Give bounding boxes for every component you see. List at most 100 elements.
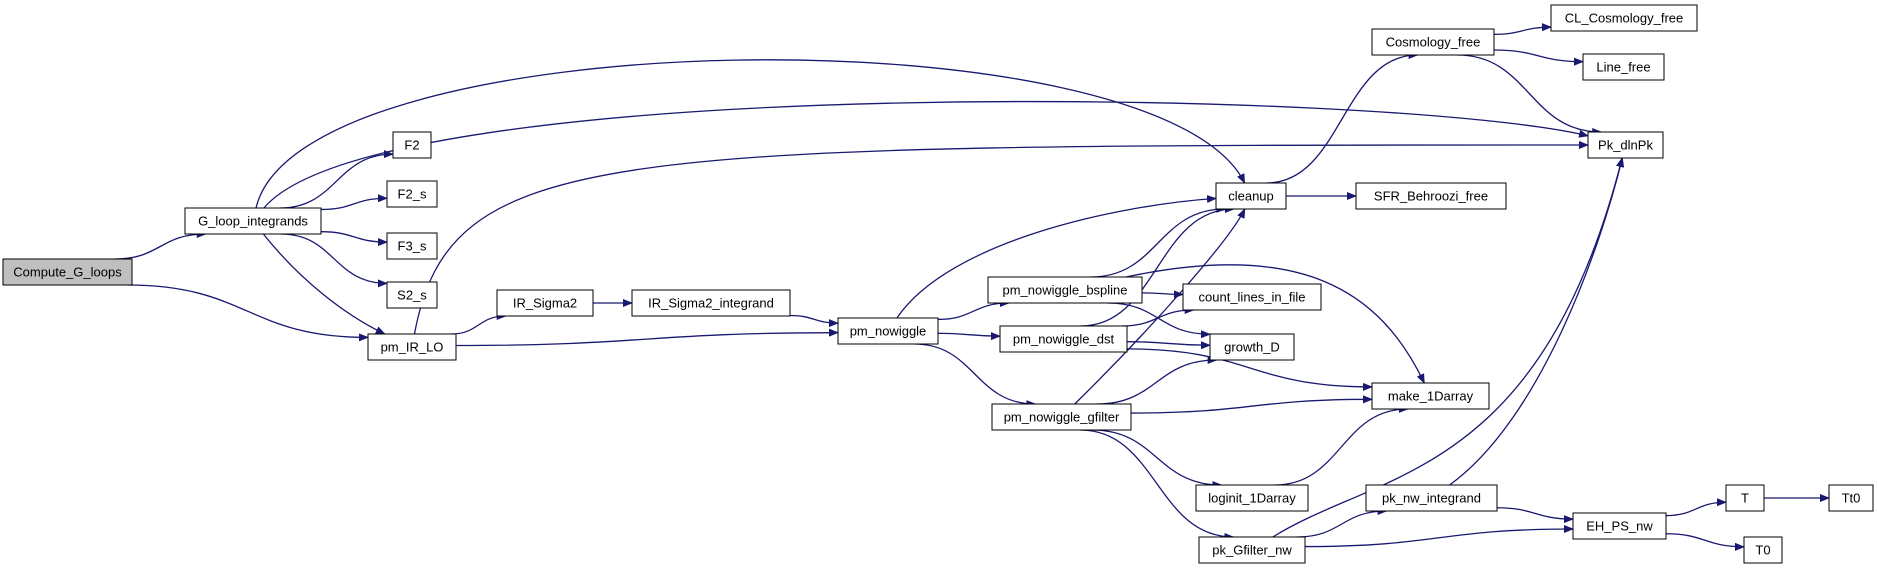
node-F2[interactable]: F2	[392, 131, 432, 159]
node-pm_nowiggle[interactable]: pm_nowiggle	[837, 317, 939, 345]
node-box[interactable]	[987, 276, 1143, 304]
edge-cleanup-to-Cosmology_free	[1266, 51, 1419, 184]
node-box[interactable]	[1198, 536, 1306, 564]
node-EH_PS_nw[interactable]: EH_PS_nw	[1572, 512, 1667, 540]
node-box[interactable]	[1828, 484, 1874, 512]
node-box[interactable]	[392, 131, 432, 159]
node-label: Line_free	[1596, 60, 1650, 75]
node-label: pm_nowiggle_dst	[1013, 332, 1115, 347]
node-label: pk_nw_integrand	[1382, 491, 1481, 506]
node-label: F3_s	[398, 239, 427, 254]
node-Line_free[interactable]: Line_free	[1582, 53, 1665, 81]
node-box[interactable]	[1550, 4, 1698, 32]
node-pm_nowiggle_gfilter[interactable]: pm_nowiggle_gfilter	[991, 403, 1132, 431]
node-box[interactable]	[999, 325, 1128, 353]
edge-pk_nw_integrand-to-EH_PS_nw	[1496, 507, 1574, 524]
node-pk_nw_integrand[interactable]: pk_nw_integrand	[1365, 484, 1498, 512]
node-label: Compute_G_loops	[13, 265, 122, 280]
edge-pk_Gfilter_nw-to-EH_PS_nw	[1304, 525, 1574, 548]
node-T[interactable]: T	[1725, 484, 1765, 512]
node-box[interactable]	[1582, 53, 1665, 81]
node-F3_s[interactable]: F3_s	[386, 232, 438, 260]
edge-IR_Sigma2_integrand-to-pm_nowiggle	[789, 314, 839, 328]
node-G_loop_integrands[interactable]: G_loop_integrands	[184, 207, 322, 235]
node-Compute_G_loops[interactable]: Compute_G_loops	[2, 258, 133, 286]
node-pm_nowiggle_dst[interactable]: pm_nowiggle_dst	[999, 325, 1128, 353]
edge-Compute_G_loops-to-G_loop_integrands	[114, 230, 207, 260]
node-box[interactable]	[1743, 536, 1783, 564]
edge-pk_nw_integrand-to-Pk_dlnPk	[1449, 157, 1625, 486]
node-box[interactable]	[2, 258, 133, 286]
edge-pm_nowiggle-to-pm_nowiggle_bspline	[937, 299, 1010, 321]
node-IR_Sigma2[interactable]: IR_Sigma2	[496, 289, 594, 317]
node-Tt0[interactable]: Tt0	[1828, 484, 1874, 512]
node-label: IR_Sigma2	[513, 296, 577, 311]
node-box[interactable]	[184, 207, 322, 235]
edge-pk_Gfilter_nw-to-pk_nw_integrand	[1296, 507, 1388, 538]
node-T0[interactable]: T0	[1743, 536, 1783, 564]
node-box[interactable]	[1365, 484, 1498, 512]
node-Pk_dlnPk[interactable]: Pk_dlnPk	[1587, 131, 1664, 159]
node-label: Pk_dlnPk	[1598, 138, 1653, 153]
edges-layer	[114, 23, 1830, 551]
edge-pm_nowiggle_gfilter-to-growth_D	[1096, 356, 1218, 405]
node-box[interactable]	[1587, 131, 1664, 159]
edge-loginit_1Darray-to-make_1Darray	[1274, 405, 1409, 486]
node-box[interactable]	[1572, 512, 1667, 540]
edge-pm_IR_LO-to-IR_Sigma2	[451, 312, 507, 335]
node-box[interactable]	[386, 180, 438, 208]
edge-pm_nowiggle_dst-to-growth_D	[1126, 341, 1211, 350]
node-box[interactable]	[1371, 28, 1495, 56]
node-box[interactable]	[631, 289, 791, 317]
node-F2_s[interactable]: F2_s	[386, 180, 438, 208]
node-label: make_1Darray	[1388, 389, 1474, 404]
node-box[interactable]	[1195, 484, 1309, 512]
edge-Compute_G_loops-to-pm_IR_LO	[127, 284, 369, 342]
node-label: IR_Sigma2_integrand	[648, 296, 774, 311]
edge-Cosmology_free-to-Pk_dlnPk	[1457, 54, 1603, 136]
node-Cosmology_free[interactable]: Cosmology_free	[1371, 28, 1495, 56]
node-cleanup[interactable]: cleanup	[1215, 182, 1287, 210]
edge-pm_nowiggle-to-pm_nowiggle_gfilter	[914, 343, 1037, 408]
node-box[interactable]	[1182, 283, 1322, 311]
edge-pm_nowiggle-to-cleanup	[896, 195, 1217, 319]
node-label: S2_s	[397, 288, 427, 303]
node-label: pm_IR_LO	[381, 340, 444, 355]
edge-G_loop_integrands-to-F3_s	[320, 231, 388, 247]
node-box[interactable]	[386, 281, 438, 309]
node-make_1Darray[interactable]: make_1Darray	[1371, 382, 1490, 410]
node-IR_Sigma2_integrand[interactable]: IR_Sigma2_integrand	[631, 289, 791, 317]
node-count_lines_in_file[interactable]: count_lines_in_file	[1182, 283, 1322, 311]
node-loginit_1Darray[interactable]: loginit_1Darray	[1195, 484, 1309, 512]
node-pm_nowiggle_bspline[interactable]: pm_nowiggle_bspline	[987, 276, 1143, 304]
node-SFR_Behroozi_free[interactable]: SFR_Behroozi_free	[1355, 182, 1507, 210]
node-box[interactable]	[1371, 382, 1490, 410]
node-label: pk_Gfilter_nw	[1212, 543, 1292, 558]
node-label: SFR_Behroozi_free	[1374, 189, 1488, 204]
node-label: T	[1741, 491, 1749, 506]
node-CL_Cosmology_free[interactable]: CL_Cosmology_free	[1550, 4, 1698, 32]
edge-pm_nowiggle_gfilter-to-cleanup	[1074, 208, 1246, 405]
node-box[interactable]	[1215, 182, 1287, 210]
edge-pm_IR_LO-to-pm_nowiggle	[455, 328, 839, 347]
edge-pm_IR_LO-to-Pk_dlnPk	[413, 141, 1589, 335]
node-growth_D[interactable]: growth_D	[1209, 333, 1295, 361]
node-box[interactable]	[837, 317, 939, 345]
node-box[interactable]	[496, 289, 594, 317]
node-pk_Gfilter_nw[interactable]: pk_Gfilter_nw	[1198, 536, 1306, 564]
node-box[interactable]	[386, 232, 438, 260]
node-box[interactable]	[991, 403, 1132, 431]
node-pm_IR_LO[interactable]: pm_IR_LO	[367, 333, 457, 361]
edge-pm_nowiggle_gfilter-to-pk_Gfilter_nw	[1080, 429, 1235, 541]
edge-pm_nowiggle_bspline-to-count_lines_in_file	[1141, 290, 1184, 299]
node-label: pm_nowiggle	[850, 324, 927, 339]
node-box[interactable]	[367, 333, 457, 361]
node-box[interactable]	[1209, 333, 1295, 361]
node-label: G_loop_integrands	[198, 214, 308, 229]
node-box[interactable]	[1725, 484, 1765, 512]
node-S2_s[interactable]: S2_s	[386, 281, 438, 309]
node-box[interactable]	[1355, 182, 1507, 210]
edge-G_loop_integrands-to-pm_IR_LO	[262, 233, 386, 335]
node-label: pm_nowiggle_gfilter	[1004, 410, 1120, 425]
nodes-layer: Compute_G_loops G_loop_integrands F2F2_sF3…	[2, 4, 1874, 564]
